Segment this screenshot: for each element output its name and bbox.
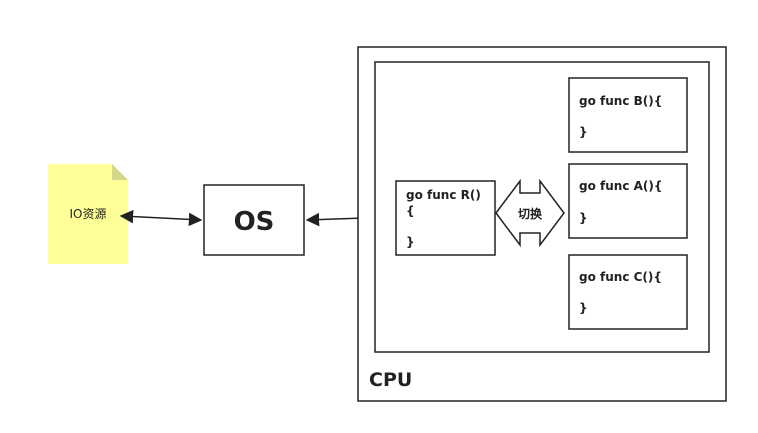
func-c-line1: go func C(){: [579, 270, 662, 284]
io-resource-note: IO资源: [48, 164, 128, 264]
io-os-arrow: [119, 209, 203, 227]
io-resource-label: IO资源: [70, 207, 107, 221]
func-b-line2: }: [579, 125, 588, 139]
func-a-box: go func A(){ }: [568, 163, 688, 239]
func-r-line2: {: [406, 204, 415, 218]
func-r-line1: go func R(): [406, 188, 481, 202]
func-b-line1: go func B(){: [579, 94, 662, 108]
func-r-line3: }: [406, 235, 415, 249]
os-box: OS: [203, 184, 305, 256]
func-c-box: go func C(){ }: [568, 254, 688, 330]
cpu-label: CPU: [369, 369, 412, 391]
switch-double-arrow: 切换: [495, 178, 565, 248]
func-a-line2: }: [579, 211, 588, 225]
func-b-box: go func B(){ }: [568, 77, 688, 153]
note-fold-icon: [112, 164, 128, 180]
switch-label: 切换: [518, 206, 543, 221]
func-a-line1: go func A(){: [579, 179, 662, 193]
func-r-box: go func R() { }: [395, 180, 496, 256]
func-c-line2: }: [579, 301, 588, 315]
os-label: OS: [234, 207, 275, 237]
